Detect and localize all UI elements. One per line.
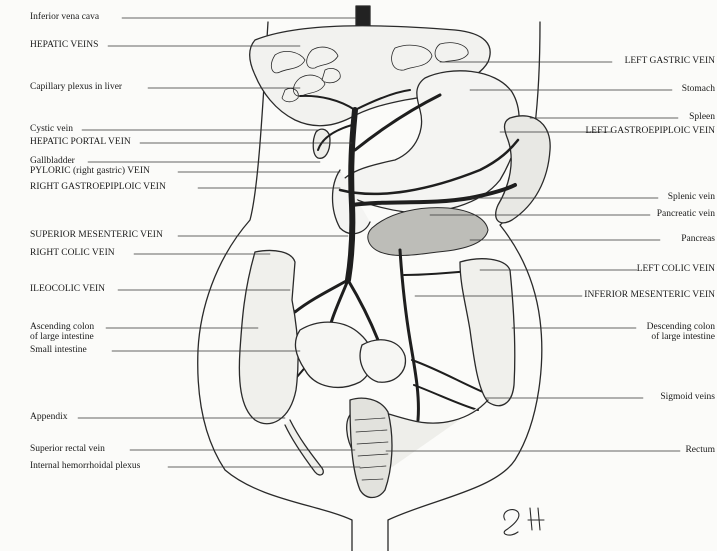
- label-stomach: Stomach: [682, 84, 715, 95]
- label-cystic-vein: Cystic vein: [30, 124, 73, 135]
- label-pancreas: Pancreas: [681, 234, 715, 245]
- label-capillary-plexus: Capillary plexus in liver: [30, 82, 122, 93]
- label-ascending-colon: Ascending colon of large intestine: [30, 322, 94, 342]
- label-small-intestine: Small intestine: [30, 345, 87, 356]
- rectum-shape: [350, 398, 392, 497]
- ascending-colon-shape: [239, 250, 298, 423]
- label-pyloric-vein: PYLORIC (right gastric) VEIN: [30, 166, 150, 177]
- label-sigmoid-veins: Sigmoid veins: [660, 392, 715, 403]
- label-superior-mesenteric-vein: SUPERIOR MESENTERIC VEIN: [30, 230, 163, 241]
- label-right-gastroepiploic-vein: RIGHT GASTROEPIPLOIC VEIN: [30, 182, 166, 193]
- label-superior-rectal-vein: Superior rectal vein: [30, 444, 105, 455]
- label-rectum: Rectum: [685, 445, 715, 456]
- label-pancreatic-vein: Pancreatic vein: [657, 209, 715, 220]
- label-splenic-vein: Splenic vein: [668, 192, 715, 203]
- label-ileocolic-vein: ILEOCOLIC VEIN: [30, 284, 105, 295]
- label-internal-hemorrhoidal-plexus: Internal hemorrhoidal plexus: [30, 461, 140, 472]
- label-inferior-vena-cava: Inferior vena cava: [30, 12, 99, 23]
- label-ascending-colon-line2: of large intestine: [30, 332, 94, 342]
- label-inferior-mesenteric-vein: INFERIOR MESENTERIC VEIN: [584, 290, 715, 301]
- label-right-colic-vein: RIGHT COLIC VEIN: [30, 248, 115, 259]
- label-ascending-colon-line1: Ascending colon: [30, 322, 94, 332]
- label-left-colic-vein: LEFT COLIC VEIN: [637, 264, 715, 275]
- label-appendix: Appendix: [30, 412, 67, 423]
- hepatic-portal-vein-shape: [348, 110, 355, 280]
- label-descending-colon: Descending colon of large intestine: [647, 322, 715, 342]
- label-descending-colon-line2: of large intestine: [647, 332, 715, 342]
- label-descending-colon-line1: Descending colon: [647, 322, 715, 332]
- label-spleen: Spleen: [689, 112, 715, 123]
- descending-colon-shape: [460, 259, 515, 406]
- label-hepatic-veins: HEPATIC VEINS: [30, 40, 98, 51]
- signature-mark: [504, 508, 544, 535]
- label-left-gastroepiploic-vein: LEFT GASTROEPIPLOIC VEIN: [586, 126, 716, 137]
- label-hepatic-portal-vein: HEPATIC PORTAL VEIN: [30, 137, 131, 148]
- label-left-gastric-vein: LEFT GASTRIC VEIN: [625, 56, 715, 67]
